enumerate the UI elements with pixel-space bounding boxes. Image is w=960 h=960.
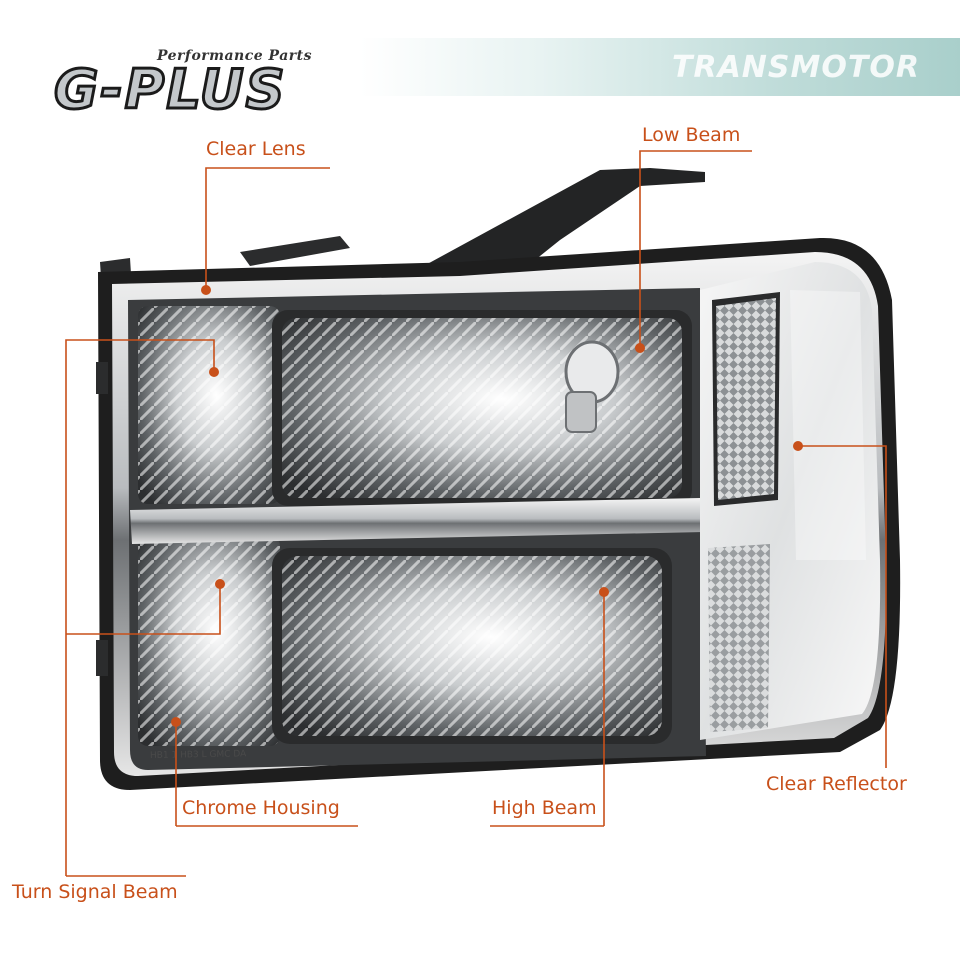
brand-logo: Performance Parts G-PLUS (22, 22, 382, 123)
callout-low-beam: Low Beam (642, 124, 741, 146)
high-beam-marker (599, 587, 609, 597)
clear-lens-marker (201, 285, 211, 295)
callout-turn-signal-beam: Turn Signal Beam (12, 881, 178, 903)
svg-text:HB1 1 HB3 L GMC DA: HB1 1 HB3 L GMC DA (150, 749, 247, 761)
brand-tagline: Performance Parts (157, 48, 312, 64)
callout-clear-reflector: Clear Reflector (766, 773, 907, 795)
callout-chrome-housing: Chrome Housing (182, 797, 340, 819)
header-banner (360, 38, 960, 96)
turn-signal-marker-upper (209, 367, 219, 377)
callout-clear-lens: Clear Lens (206, 138, 306, 160)
brand-name: G-PLUS (53, 57, 287, 123)
chrome-housing-marker (171, 717, 181, 727)
low-beam-marker (635, 343, 645, 353)
callout-high-beam: High Beam (492, 797, 597, 819)
clear-reflector-marker (793, 441, 803, 451)
turn-signal-marker-lower (215, 579, 225, 589)
watermark-text: TRANSMOTOR (672, 50, 920, 85)
